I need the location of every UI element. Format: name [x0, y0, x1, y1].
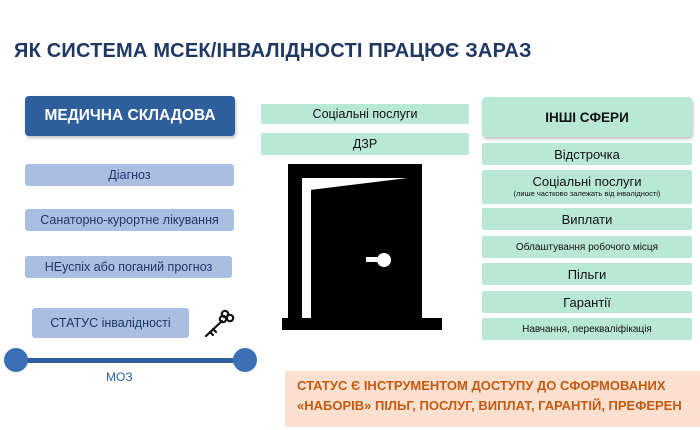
key-icon [204, 309, 235, 338]
other-item-guarantees: Гарантії [482, 291, 692, 313]
other-item-payments: Виплати [482, 208, 692, 230]
other-item-social-services-note: (лише частково залежать від інвалідності… [513, 189, 661, 199]
other-item-training: Навчання, перекваліфікація [482, 318, 692, 340]
center-item-dzr: ДЗР [261, 133, 469, 155]
moz-slider-right-knob [233, 348, 257, 372]
status-note-line-1: СТАТУС Є ІНСТРУМЕНТОМ ДОСТУПУ ДО СФОРМОВ… [297, 378, 666, 393]
moz-slider-left-knob [4, 348, 28, 372]
moz-slider-track [13, 358, 243, 363]
status-note-line-2: «НАБОРІВ» ПІЛЬГ, ПОСЛУГ, ВИПЛАТ, ГАРАНТІ… [297, 397, 682, 413]
other-item-social-services-label: Соціальні послуги [532, 174, 642, 190]
door-icon [282, 164, 442, 330]
center-item-social-services: Соціальні послуги [261, 104, 469, 124]
other-item-workplace: Облаштування робочого місця [482, 236, 692, 258]
other-item-social-services: Соціальні послуги (лише частково залежат… [482, 170, 692, 204]
moz-label: МОЗ [106, 370, 133, 384]
medical-item-sanatorium: Санаторно-курортне лікування [25, 209, 234, 231]
medical-item-status: СТАТУС інвалідності [32, 308, 189, 338]
medical-item-prognosis: НЕуспіх або поганий прогноз [25, 256, 232, 278]
status-note: СТАТУС Є ІНСТРУМЕНТОМ ДОСТУПУ ДО СФОРМОВ… [285, 371, 700, 427]
medical-header: МЕДИЧНА СКЛАДОВА [25, 96, 235, 136]
other-item-deferral: Відстрочка [482, 143, 692, 165]
slide-title: ЯК СИСТЕМА МСЕК/ІНВАЛІДНОСТІ ПРАЦЮЄ ЗАРА… [14, 40, 532, 62]
medical-item-diagnosis: Діагноз [25, 164, 234, 186]
other-spheres-header: ІНШІ СФЕРИ [482, 97, 692, 137]
other-item-benefits: Пільги [482, 263, 692, 285]
